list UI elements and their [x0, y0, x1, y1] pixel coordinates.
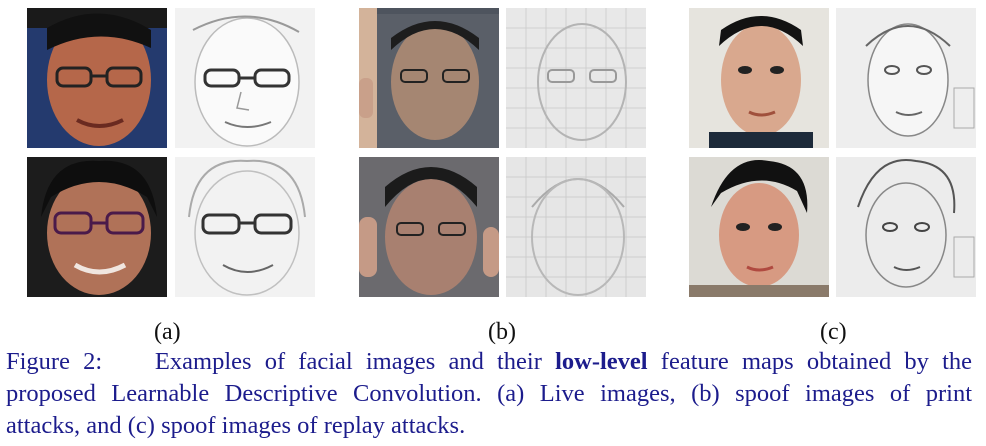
- replay-attack-feature-map-1: [836, 8, 976, 148]
- print-attack-photo-2: [359, 157, 499, 297]
- live-feature-map-2: [175, 157, 315, 297]
- panel-label-c: (c): [820, 319, 847, 345]
- caption-prefix: Figure 2:: [6, 348, 103, 375]
- replay-attack-feature-map-2: [836, 157, 976, 297]
- panel-label-a: (a): [154, 319, 181, 345]
- caption-line-2: proposed Learnable Descriptive Convoluti…: [6, 380, 972, 407]
- caption-line-3: attacks, and (c) spoof images of replay …: [6, 412, 466, 439]
- caption-before-bold: Examples of facial images and their: [154, 348, 542, 375]
- caption-after-bold: feature maps obtained by the: [660, 348, 973, 375]
- caption-bold: low-level: [555, 348, 648, 375]
- live-feature-map-1: [175, 8, 315, 148]
- print-attack-photo-1: [359, 8, 499, 148]
- caption-line-1: Figure 2: Examples of facial images and …: [6, 346, 972, 378]
- print-attack-feature-map-1: [506, 8, 646, 148]
- figure-caption: Figure 2: Examples of facial images and …: [6, 346, 972, 442]
- replay-attack-photo-1: [689, 8, 829, 148]
- live-face-photo-1: [27, 8, 167, 148]
- live-face-photo-2: [27, 157, 167, 297]
- panel-label-b: (b): [488, 319, 516, 345]
- replay-attack-photo-2: [689, 157, 829, 297]
- print-attack-feature-map-2: [506, 157, 646, 297]
